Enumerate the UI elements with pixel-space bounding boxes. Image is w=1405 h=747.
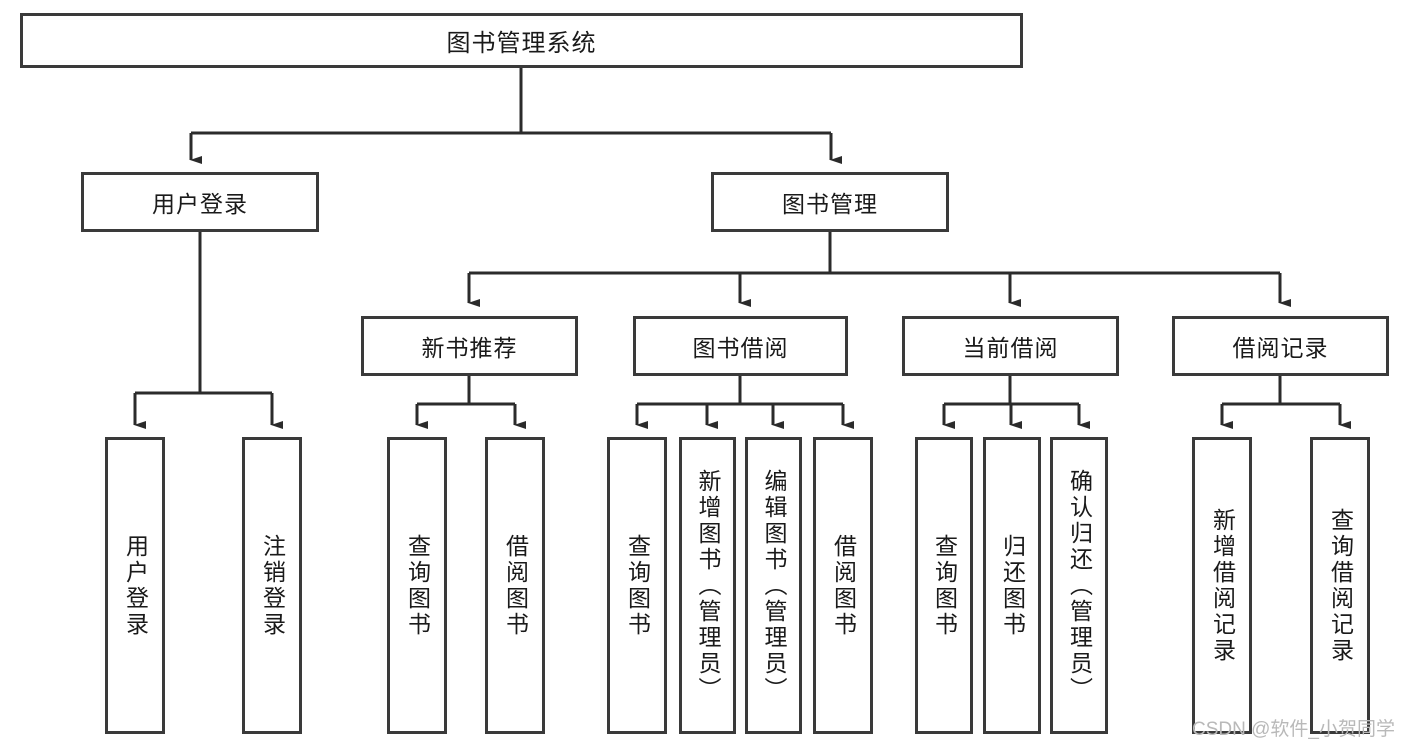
leaf-return-book[interactable]: 归还图书 bbox=[983, 437, 1041, 734]
node-label: 借阅图书 bbox=[830, 533, 857, 638]
node-label: 查询借阅记录 bbox=[1327, 507, 1354, 664]
leaf-confirm-return-admin[interactable]: 确认归还（管理员） bbox=[1050, 437, 1108, 734]
node-root[interactable]: 图书管理系统 bbox=[20, 13, 1023, 68]
leaf-query-book-borrow[interactable]: 查询图书 bbox=[607, 437, 667, 734]
leaf-edit-book-admin[interactable]: 编辑图书（管理员） bbox=[745, 437, 802, 734]
leaf-query-book-recommend[interactable]: 查询图书 bbox=[387, 437, 447, 734]
node-book-borrow[interactable]: 图书借阅 bbox=[633, 316, 848, 376]
leaf-user-login[interactable]: 用户登录 bbox=[105, 437, 165, 734]
node-label: 归还图书 bbox=[999, 533, 1026, 638]
node-label: 借阅图书 bbox=[502, 533, 529, 638]
node-label: 新增图书（管理员） bbox=[695, 468, 721, 703]
node-label: 新书推荐 bbox=[421, 335, 518, 361]
node-label: 图书管理系统 bbox=[446, 30, 597, 57]
leaf-add-borrow-record[interactable]: 新增借阅记录 bbox=[1192, 437, 1252, 734]
node-label: 新增借阅记录 bbox=[1209, 507, 1236, 664]
node-new-book-recommend[interactable]: 新书推荐 bbox=[361, 316, 578, 376]
node-label: 查询图书 bbox=[931, 533, 958, 638]
node-label: 用户登录 bbox=[152, 191, 248, 217]
node-current-borrow[interactable]: 当前借阅 bbox=[902, 316, 1119, 376]
leaf-query-borrow-record[interactable]: 查询借阅记录 bbox=[1310, 437, 1370, 734]
leaf-borrow-book-recommend[interactable]: 借阅图书 bbox=[485, 437, 545, 734]
node-label: 确认归还（管理员） bbox=[1066, 468, 1093, 703]
node-borrow-record[interactable]: 借阅记录 bbox=[1172, 316, 1389, 376]
node-label: 查询图书 bbox=[624, 533, 651, 638]
leaf-add-book-admin[interactable]: 新增图书（管理员） bbox=[679, 437, 736, 734]
node-user-login[interactable]: 用户登录 bbox=[81, 172, 319, 232]
node-label: 借阅记录 bbox=[1232, 335, 1329, 361]
node-label: 用户登录 bbox=[122, 533, 149, 638]
csdn-watermark: CSDN @软件_小贺同学 bbox=[1192, 719, 1395, 740]
node-label: 图书借阅 bbox=[692, 335, 789, 361]
node-label: 查询图书 bbox=[404, 533, 431, 638]
node-label: 编辑图书（管理员） bbox=[761, 468, 787, 703]
node-book-management[interactable]: 图书管理 bbox=[711, 172, 949, 232]
leaf-borrow-book[interactable]: 借阅图书 bbox=[813, 437, 873, 734]
node-label: 图书管理 bbox=[782, 191, 878, 217]
leaf-logout[interactable]: 注销登录 bbox=[242, 437, 302, 734]
node-label: 当前借阅 bbox=[962, 335, 1059, 361]
node-label: 注销登录 bbox=[259, 533, 286, 638]
leaf-query-book-current[interactable]: 查询图书 bbox=[915, 437, 973, 734]
